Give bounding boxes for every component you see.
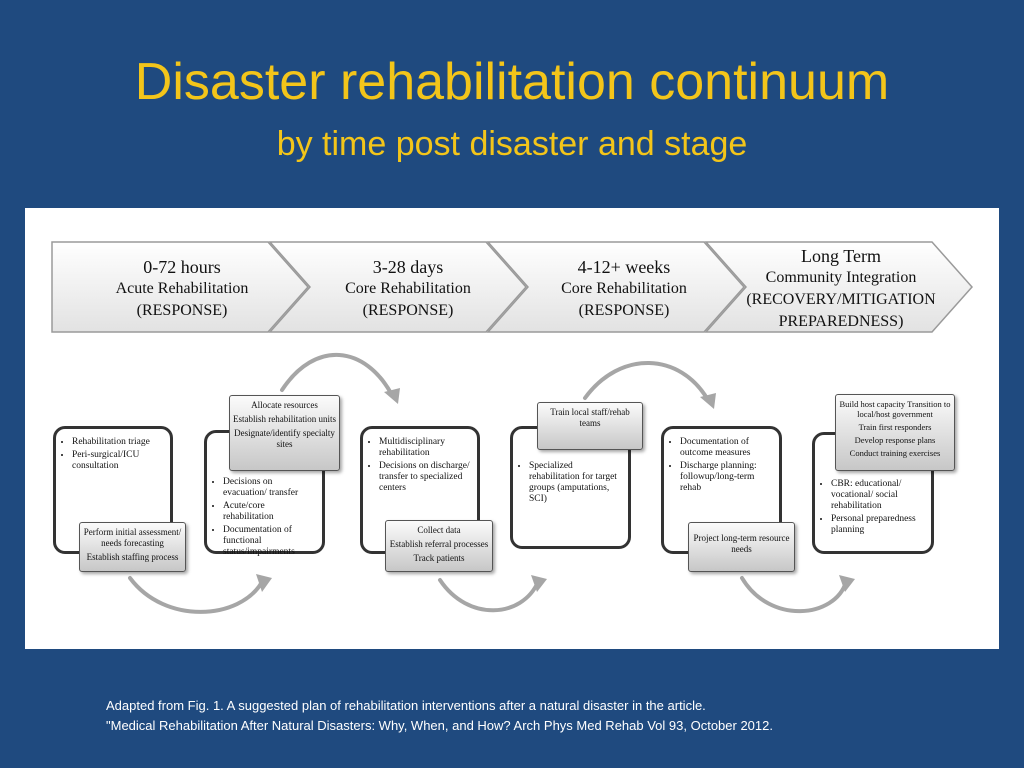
stage-type: (RESPONSE) — [136, 302, 228, 319]
process-tag-5: Project long-term resource needs — [688, 522, 795, 572]
stage-phase: Community Integration — [765, 269, 917, 286]
list-item: Multidisciplinary rehabilitation — [379, 437, 471, 459]
stage-time: Long Term — [801, 246, 881, 266]
tag-line: Allocate resources — [251, 400, 318, 410]
tag-line: Develop response plans — [854, 435, 936, 445]
list-item: Peri-surgical/ICU consultation — [72, 450, 164, 472]
stage-time: 0-72 hours — [143, 257, 221, 277]
stage-time: 4-12+ weeks — [577, 257, 671, 277]
list-item: Personal preparedness planning — [831, 514, 925, 536]
tag-line: Conduct training exercises — [849, 448, 941, 458]
list-item: Decisions on evacuation/ transfer — [223, 477, 316, 499]
curve-arrow-3 — [438, 578, 540, 613]
tag-line: Train first responders — [858, 422, 932, 432]
curve-arrow-2 — [280, 352, 394, 397]
tag-line: Track patients — [413, 553, 465, 563]
stage-type-cont: PREPAREDNESS) — [778, 313, 904, 330]
list-item: Rehabilitation triage — [72, 437, 164, 448]
citation-line-2: "Medical Rehabilitation After Natural Di… — [106, 718, 773, 733]
list-item: Discharge planning: followup/long-term r… — [680, 461, 773, 494]
citation-line-1: Adapted from Fig. 1. A suggested plan of… — [106, 698, 706, 713]
list-item: Decisions on discharge/ transfer to spec… — [379, 461, 471, 494]
process-tag-6: Build host capacity Transition to local/… — [835, 394, 955, 471]
process-tag-2: Allocate resources Establish rehabilitat… — [229, 395, 340, 471]
tag-line: Collect data — [417, 525, 461, 535]
tag-line: Designate/identify specialty sites — [234, 428, 335, 449]
stage-time: 3-28 days — [372, 257, 444, 277]
stage-chevron-2 — [268, 241, 528, 333]
process-tag-1: Perform initial assessment/ needs foreca… — [79, 522, 186, 572]
stage-label-2: 3-28 days Core Rehabilitation (RESPONSE) — [290, 256, 526, 322]
list-item: Specialized rehabilitation for target gr… — [529, 461, 622, 505]
tag-line: Train local staff/rehab teams — [550, 407, 630, 428]
stage-type: (RECOVERY/MITIGATION — [746, 291, 936, 308]
list-item: Documentation of functional status/impai… — [223, 525, 316, 558]
stage-type: (RESPONSE) — [362, 302, 454, 319]
list-item: Documentation of outcome measures — [680, 437, 773, 459]
stage-phase: Core Rehabilitation — [561, 280, 687, 297]
tag-line: Build host capacity Transition to local/… — [839, 399, 951, 419]
stage-label-3: 4-12+ weeks Core Rehabilitation (RESPONS… — [506, 256, 742, 322]
stage-phase: Core Rehabilitation — [345, 280, 471, 297]
slide-title: Disaster rehabilitation continuum — [134, 53, 890, 111]
list-item: CBR: educational/ vocational/ social reh… — [831, 479, 925, 512]
tag-line: Project long-term resource needs — [693, 533, 790, 554]
stage-type: (RESPONSE) — [578, 302, 670, 319]
stage-label-1: 0-72 hours Acute Rehabilitation (RESPONS… — [62, 256, 302, 322]
stage-chevron-3 — [486, 241, 746, 333]
tag-line: Establish rehabilitation units — [233, 414, 336, 424]
stage-chevron-4 — [704, 241, 974, 333]
tag-line: Establish referral processes — [389, 539, 489, 549]
stage-label-4: Long Term Community Integration (RECOVER… — [728, 245, 954, 333]
process-tag-4: Train local staff/rehab teams — [537, 402, 643, 450]
curve-arrow-5 — [740, 576, 848, 614]
process-tag-3: Collect data Establish referral processe… — [385, 520, 493, 572]
stage-chevron-1 — [51, 241, 310, 333]
citation-footnote: Adapted from Fig. 1. A suggested plan of… — [106, 696, 1006, 736]
tag-line: Establish staffing process — [86, 552, 179, 562]
stage-phase: Acute Rehabilitation — [115, 280, 249, 297]
slide-subtitle: by time post disaster and stage — [276, 125, 748, 163]
curve-arrow-4 — [583, 361, 710, 402]
list-item: Acute/core rehabilitation — [223, 501, 316, 523]
tag-line: Perform initial assessment/ needs foreca… — [83, 527, 182, 548]
curve-arrow-1 — [128, 576, 264, 614]
